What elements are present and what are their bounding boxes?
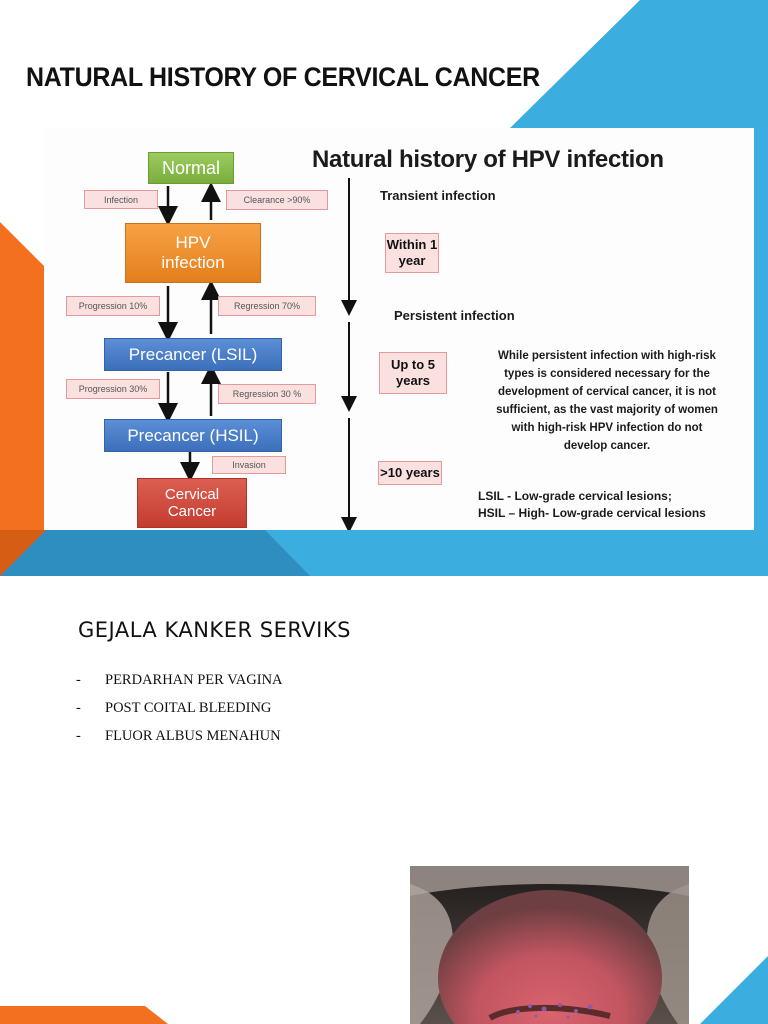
state-hsil-label: Precancer (HSIL): [127, 425, 259, 445]
tag-infection: Infection: [84, 190, 158, 209]
lesion-legend: LSIL - Low-grade cervical lesions; HSIL …: [478, 488, 706, 522]
state-hpv-infection: HPV infection: [125, 223, 261, 283]
cervix-image: [410, 866, 689, 1024]
list-item: - FLUOR ALBUS MENAHUN: [76, 728, 283, 756]
label-persistent-infection: Persistent infection: [394, 308, 515, 323]
tag-regression-30: Regression 30 %: [218, 384, 316, 404]
within-line-1: Within 1: [386, 237, 438, 253]
slide-natural-history: NATURAL HISTORY OF CERVICAL CANCER: [0, 0, 768, 576]
legend-hsil: HSIL – High- Low-grade cervical lesions: [478, 506, 706, 520]
within-line-2: year: [398, 253, 426, 268]
cervix-photo: [410, 866, 689, 1024]
explanation-line: develop cancer.: [563, 440, 651, 452]
slide-gejala: GEJALA KANKER SERVIKS - PERDARHAN PER VA…: [0, 576, 768, 1024]
state-hpv-label-2: infection: [161, 253, 225, 272]
explanation-line: with high-risk HPV infection do not: [511, 422, 703, 434]
tag-progression-30: Progression 30%: [66, 379, 160, 399]
hpv-natural-history-figure: Normal HPV infection Precancer (LSIL) Pr…: [44, 128, 754, 530]
explanation-line: development of cervical cancer, it is no…: [498, 386, 716, 398]
tag-over-10-years: >10 years: [378, 461, 442, 485]
slide-title: GEJALA KANKER SERVIKS: [78, 618, 351, 642]
bullet-dash: -: [76, 672, 81, 688]
tag-within-1-year: Within 1 year: [385, 233, 439, 273]
explanation-text: While persistent infection with high-ris…: [462, 347, 752, 455]
label-transient-infection: Transient infection: [380, 188, 496, 203]
symptom-text: FLUOR ALBUS MENAHUN: [105, 728, 281, 744]
figure-heading: Natural history of HPV infection: [312, 146, 664, 173]
state-cancer-label-1: Cervical: [164, 485, 220, 503]
slide-decoration: [0, 956, 768, 1024]
state-normal-label: Normal: [161, 157, 220, 178]
bullet-dash: -: [76, 700, 81, 716]
state-lsil-label: Precancer (LSIL): [128, 344, 258, 364]
upto-line-2: years: [396, 373, 430, 388]
state-normal: Normal: [148, 152, 234, 184]
state-hpv-label-1: HPV: [175, 233, 211, 253]
tag-invasion: Invasion: [212, 456, 286, 474]
state-cervical-cancer: Cervical Cancer: [137, 478, 247, 528]
explanation-line: sufficient, as the vast majority of wome…: [496, 404, 718, 416]
explanation-line: types is considered necessary for the: [504, 368, 710, 380]
slide-title: NATURAL HISTORY OF CERVICAL CANCER: [26, 62, 540, 93]
state-cancer-label-2: Cancer: [167, 503, 217, 520]
list-item: - POST COITAL BLEEDING: [76, 700, 283, 728]
legend-lsil: LSIL - Low-grade cervical lesions;: [478, 489, 672, 503]
figure-arrows: [158, 178, 357, 530]
state-precancer-lsil: Precancer (LSIL): [104, 338, 282, 371]
symptom-text: POST COITAL BLEEDING: [105, 700, 272, 716]
tag-up-to-5-years: Up to 5 years: [379, 352, 447, 394]
state-precancer-hsil: Precancer (HSIL): [104, 419, 282, 452]
bullet-dash: -: [76, 728, 81, 744]
explanation-line: While persistent infection with high-ris…: [498, 350, 716, 362]
tag-clearance: Clearance >90%: [226, 190, 328, 210]
symptom-text: PERDARHAN PER VAGINA: [105, 672, 283, 688]
upto-line-1: Up to 5: [390, 357, 436, 373]
list-item: - PERDARHAN PER VAGINA: [76, 672, 283, 700]
tag-progression-10: Progression 10%: [66, 296, 160, 316]
symptom-list: - PERDARHAN PER VAGINA - POST COITAL BLE…: [76, 672, 283, 756]
tag-regression-70: Regression 70%: [218, 296, 316, 316]
